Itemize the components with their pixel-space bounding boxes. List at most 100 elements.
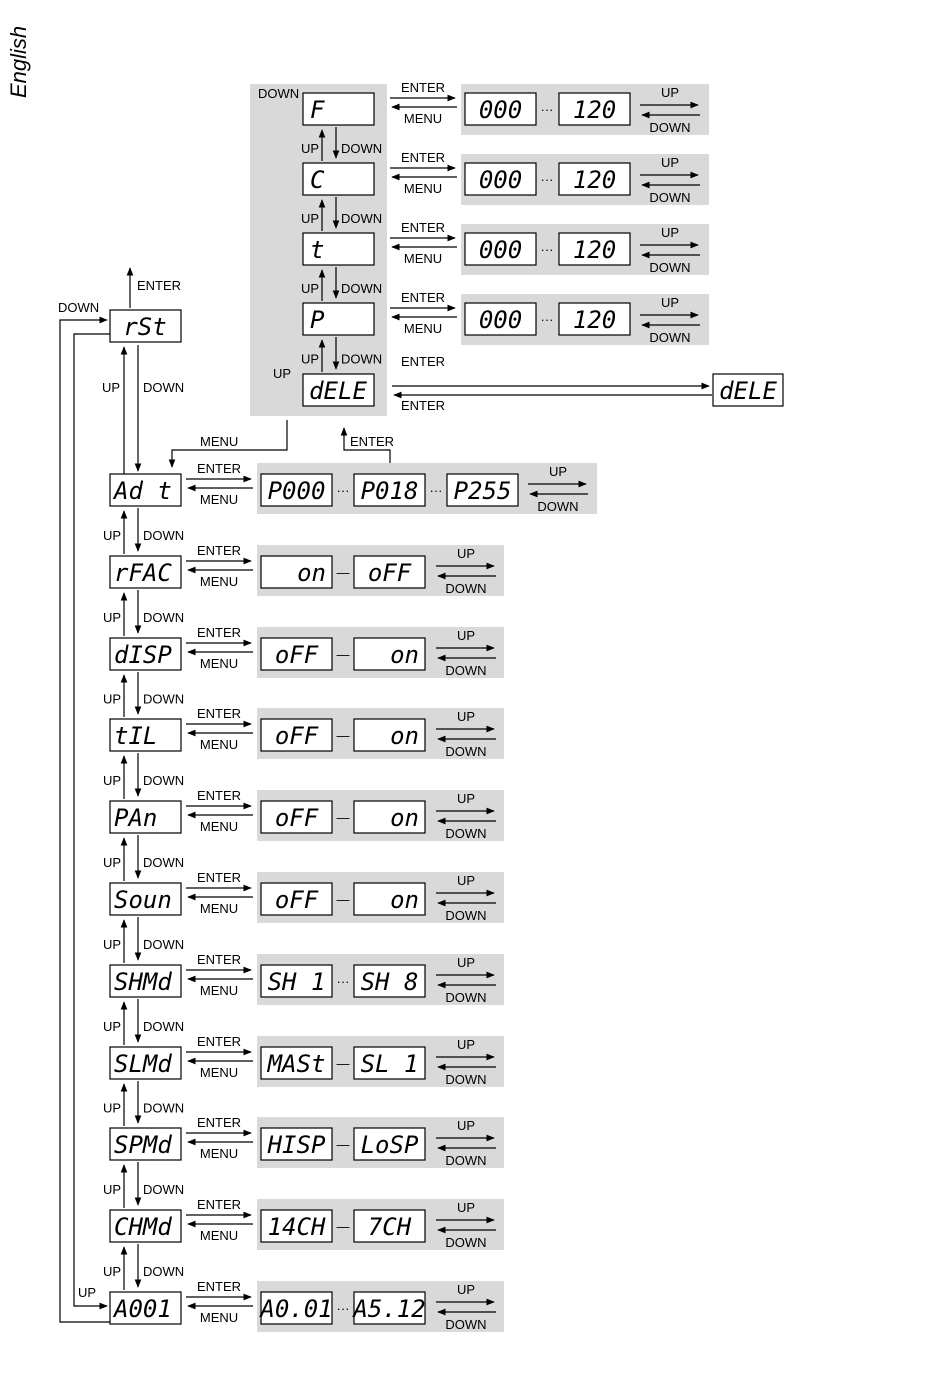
menu-item-0-value-0[interactable] [260,473,333,507]
submenu-t-display[interactable] [302,232,375,266]
menu-item-3-value-0[interactable] [260,718,333,752]
submenu-t-from-text: 000 [479,236,522,264]
menu-item-10-value-1[interactable] [353,1291,426,1325]
menu-item-6-down-label: DOWN [445,990,486,1005]
menu-item-4-nav-up-label: UP [103,855,121,870]
menu-item-0-display[interactable] [109,473,182,507]
menu-item-2-display[interactable] [109,637,182,671]
menu-item-4-value-0[interactable] [260,800,333,834]
menu-item-0-value-2-text: P255 [454,477,512,505]
submenu-f-display[interactable] [302,92,375,126]
submenu-p-from[interactable] [464,302,537,336]
menu-item-1-value-1[interactable] [353,555,426,589]
menu-item-5-value-0[interactable] [260,882,333,916]
menu-return-label: MENU [200,434,238,449]
menu-item-1-enter-label: ENTER [197,543,241,558]
menu-item-4-separator: — [337,810,350,825]
menu-item-8-value-1-text: LoSP [361,1131,419,1159]
loop-up-label: UP [78,1285,96,1300]
menu-item-7-value-0-text: MASt [267,1050,326,1078]
menu-item-10-value-1-text: A5.12 [351,1295,425,1323]
menu-item-7-value-0[interactable] [260,1046,333,1080]
menu-item-0-nav-up-label: UP [103,528,121,543]
menu-item-8-display[interactable] [109,1127,182,1161]
menu-item-9-value-0[interactable] [260,1209,333,1243]
submenu-f-to[interactable] [558,92,631,126]
submenu-c-from[interactable] [464,162,537,196]
menu-item-6-up-label: UP [457,955,475,970]
dele-confirm-display[interactable] [712,373,784,407]
submenu-p-to[interactable] [558,302,631,336]
submenu-c-enter-label: ENTER [401,150,445,165]
submenu-dele-display[interactable] [302,373,375,407]
menu-item-10-label: A001 [112,1295,172,1323]
submenu-f-from[interactable] [464,92,537,126]
menu-item-4-value-1[interactable] [353,800,426,834]
submenu-f-to-text: 120 [573,96,616,124]
menu-item-7-value-1[interactable] [353,1046,426,1080]
menu-item-6-value-1[interactable] [353,964,426,998]
menu-item-6-enter-label: ENTER [197,952,241,967]
menu-item-7-label: SLMd [114,1050,172,1078]
submenu-t-nav-up-label: UP [301,281,319,296]
menu-item-8-value-1[interactable] [353,1127,426,1161]
submenu-t-range-down-label: DOWN [649,260,690,275]
menu-item-1-value-0[interactable] [260,555,333,589]
menu-item-4-display[interactable] [109,800,182,834]
menu-item-6-value-0[interactable] [260,964,333,998]
submenu-p-nav-down-label: DOWN [341,352,382,367]
menu-item-6-nav-down-label: DOWN [143,1019,184,1034]
submenu-t-range-up-label: UP [661,225,679,240]
menu-item-0-value-2[interactable] [446,473,519,507]
menu-item-7-separator: — [337,1056,350,1071]
submenu-t-menu-label: MENU [404,251,442,266]
submenu-c-to-text: 120 [573,166,616,194]
submenu-p-text: P [310,306,325,334]
menu-item-7-nav-down-label: DOWN [143,1101,184,1116]
submenu-f-range-down-label: DOWN [649,120,690,135]
menu-item-2-value-0[interactable] [260,637,333,671]
submenu-t-from[interactable] [464,232,537,266]
menu-item-9-display[interactable] [109,1209,182,1243]
submenu-f-menu-label: MENU [404,111,442,126]
menu-item-1-display[interactable] [109,555,182,589]
submenu-p-display[interactable] [302,302,375,336]
menu-item-10-value-0[interactable] [260,1291,333,1325]
menu-item-3-value-1[interactable] [353,718,426,752]
menu-item-4-enter-label: ENTER [197,788,241,803]
submenu-c-dots: ··· [541,172,554,187]
submenu-c-range-down-label: DOWN [649,190,690,205]
menu-item-7-display[interactable] [109,1046,182,1080]
menu-item-3-separator: — [337,728,350,743]
menu-item-10-display[interactable] [109,1291,182,1325]
menu-item-6-display[interactable] [109,964,182,998]
submenu-t-to[interactable] [558,232,631,266]
menu-item-9-up-label: UP [457,1200,475,1215]
menu-item-1-nav-up-label: UP [103,610,121,625]
rst-display[interactable] [109,309,182,343]
submenu-c-display[interactable] [302,162,375,196]
menu-item-7-menu-label: MENU [200,1065,238,1080]
menu-item-3-enter-label: ENTER [197,706,241,721]
submenu-f-range-up-label: UP [661,85,679,100]
menu-item-0-value-1[interactable] [353,473,426,507]
menu-item-9-value-1[interactable] [353,1209,426,1243]
menu-item-5-display[interactable] [109,882,182,916]
submenu-c-range-up-label: UP [661,155,679,170]
submenu-p-from-text: 000 [479,306,522,334]
submenu-c-to[interactable] [558,162,631,196]
menu-item-2-value-1[interactable] [353,637,426,671]
menu-item-8-value-0[interactable] [260,1127,333,1161]
menu-item-8-label: SPMd [114,1131,172,1159]
dele-confirm-text: dELE [719,377,777,405]
menu-item-3-display[interactable] [109,718,182,752]
menu-item-5-value-1[interactable] [353,882,426,916]
